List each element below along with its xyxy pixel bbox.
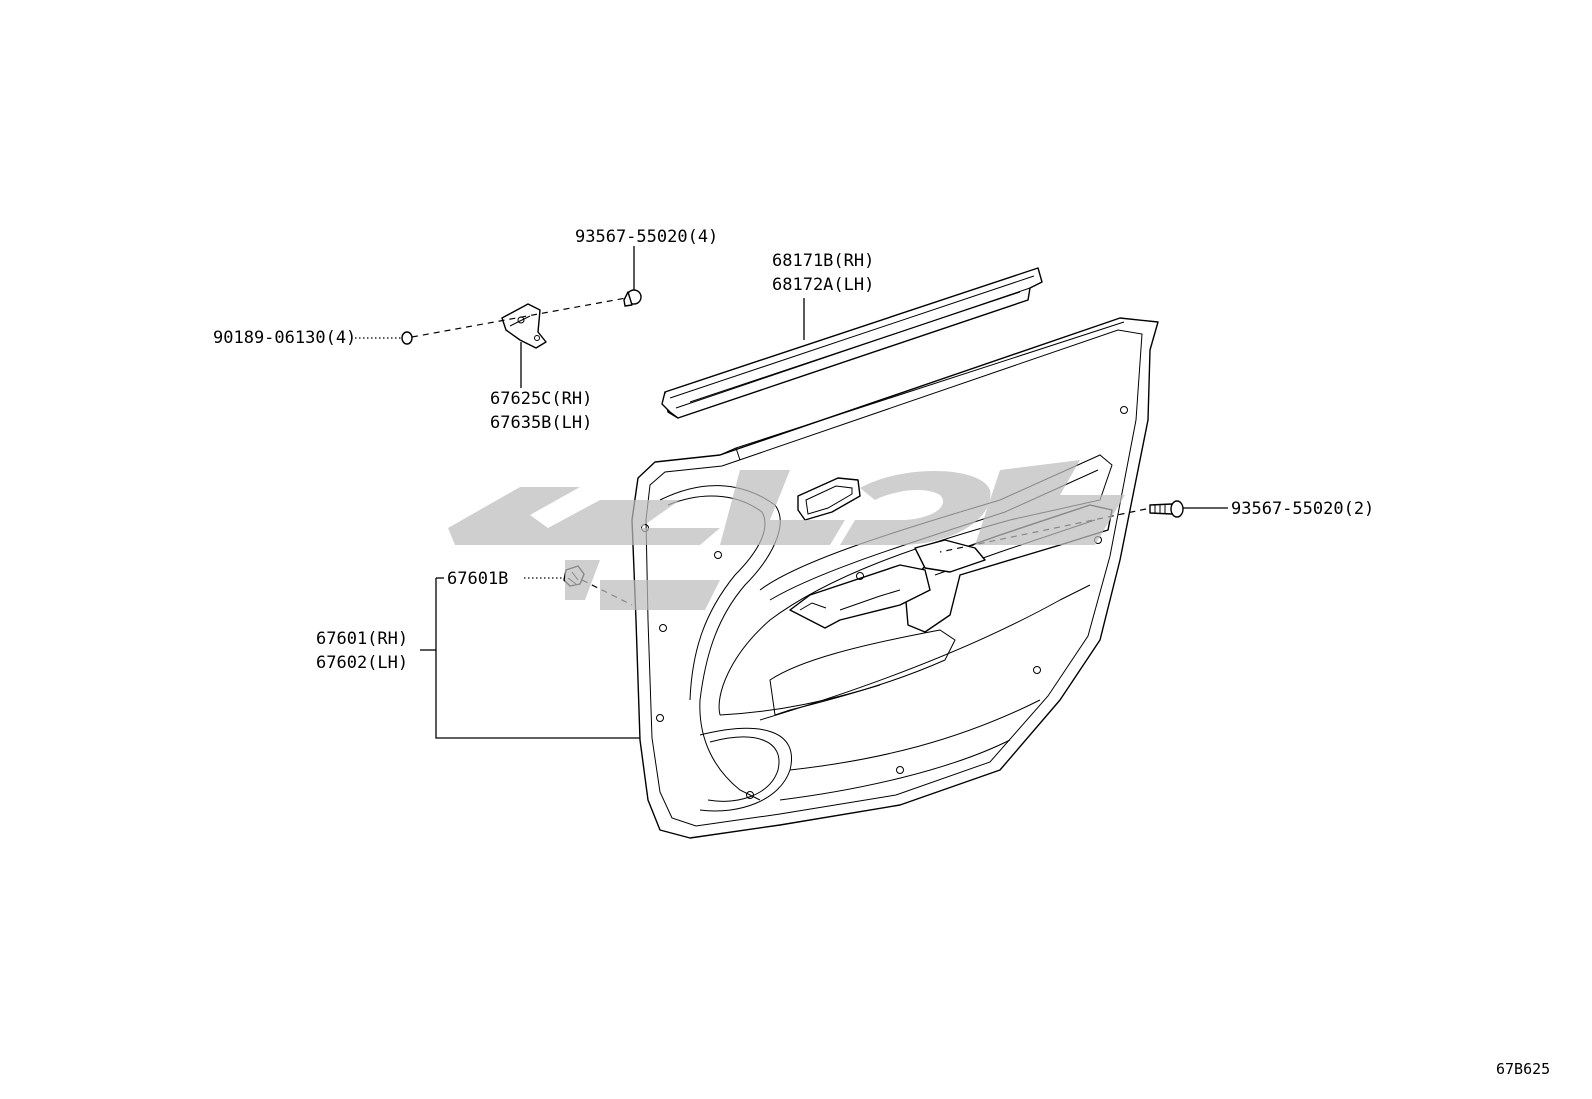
weatherstrip-part[interactable] (661, 267, 1043, 419)
label-bracket-lh[interactable]: 67635B(LH) (490, 413, 592, 433)
bracket-part[interactable] (501, 303, 547, 349)
label-weatherstrip-rh[interactable]: 68171B(RH) (772, 251, 874, 271)
label-screw-top[interactable]: 93567-55020(4) (575, 227, 718, 247)
label-bracket-rh[interactable]: 67625C(RH) (490, 389, 592, 409)
label-panel-lh[interactable]: 67602(LH) (316, 653, 408, 673)
screw-top-part[interactable] (623, 289, 642, 307)
label-panel-rh[interactable]: 67601(RH) (316, 629, 408, 649)
screw-right-part[interactable] (1149, 500, 1184, 518)
nut-part[interactable] (401, 331, 413, 345)
label-nut-left[interactable]: 90189-06130(4) (213, 328, 356, 348)
part-labels: 93567-55020(4) 90189-06130(4) 67625C(RH)… (213, 227, 1550, 1078)
label-clip[interactable]: 67601B (447, 569, 508, 589)
diagram-code: 67B625 (1496, 1060, 1550, 1078)
watermark-logo (448, 460, 1125, 610)
label-weatherstrip-lh[interactable]: 68172A(LH) (772, 275, 874, 295)
door-trim-panel[interactable] (631, 317, 1159, 839)
label-screw-right[interactable]: 93567-55020(2) (1231, 499, 1374, 519)
